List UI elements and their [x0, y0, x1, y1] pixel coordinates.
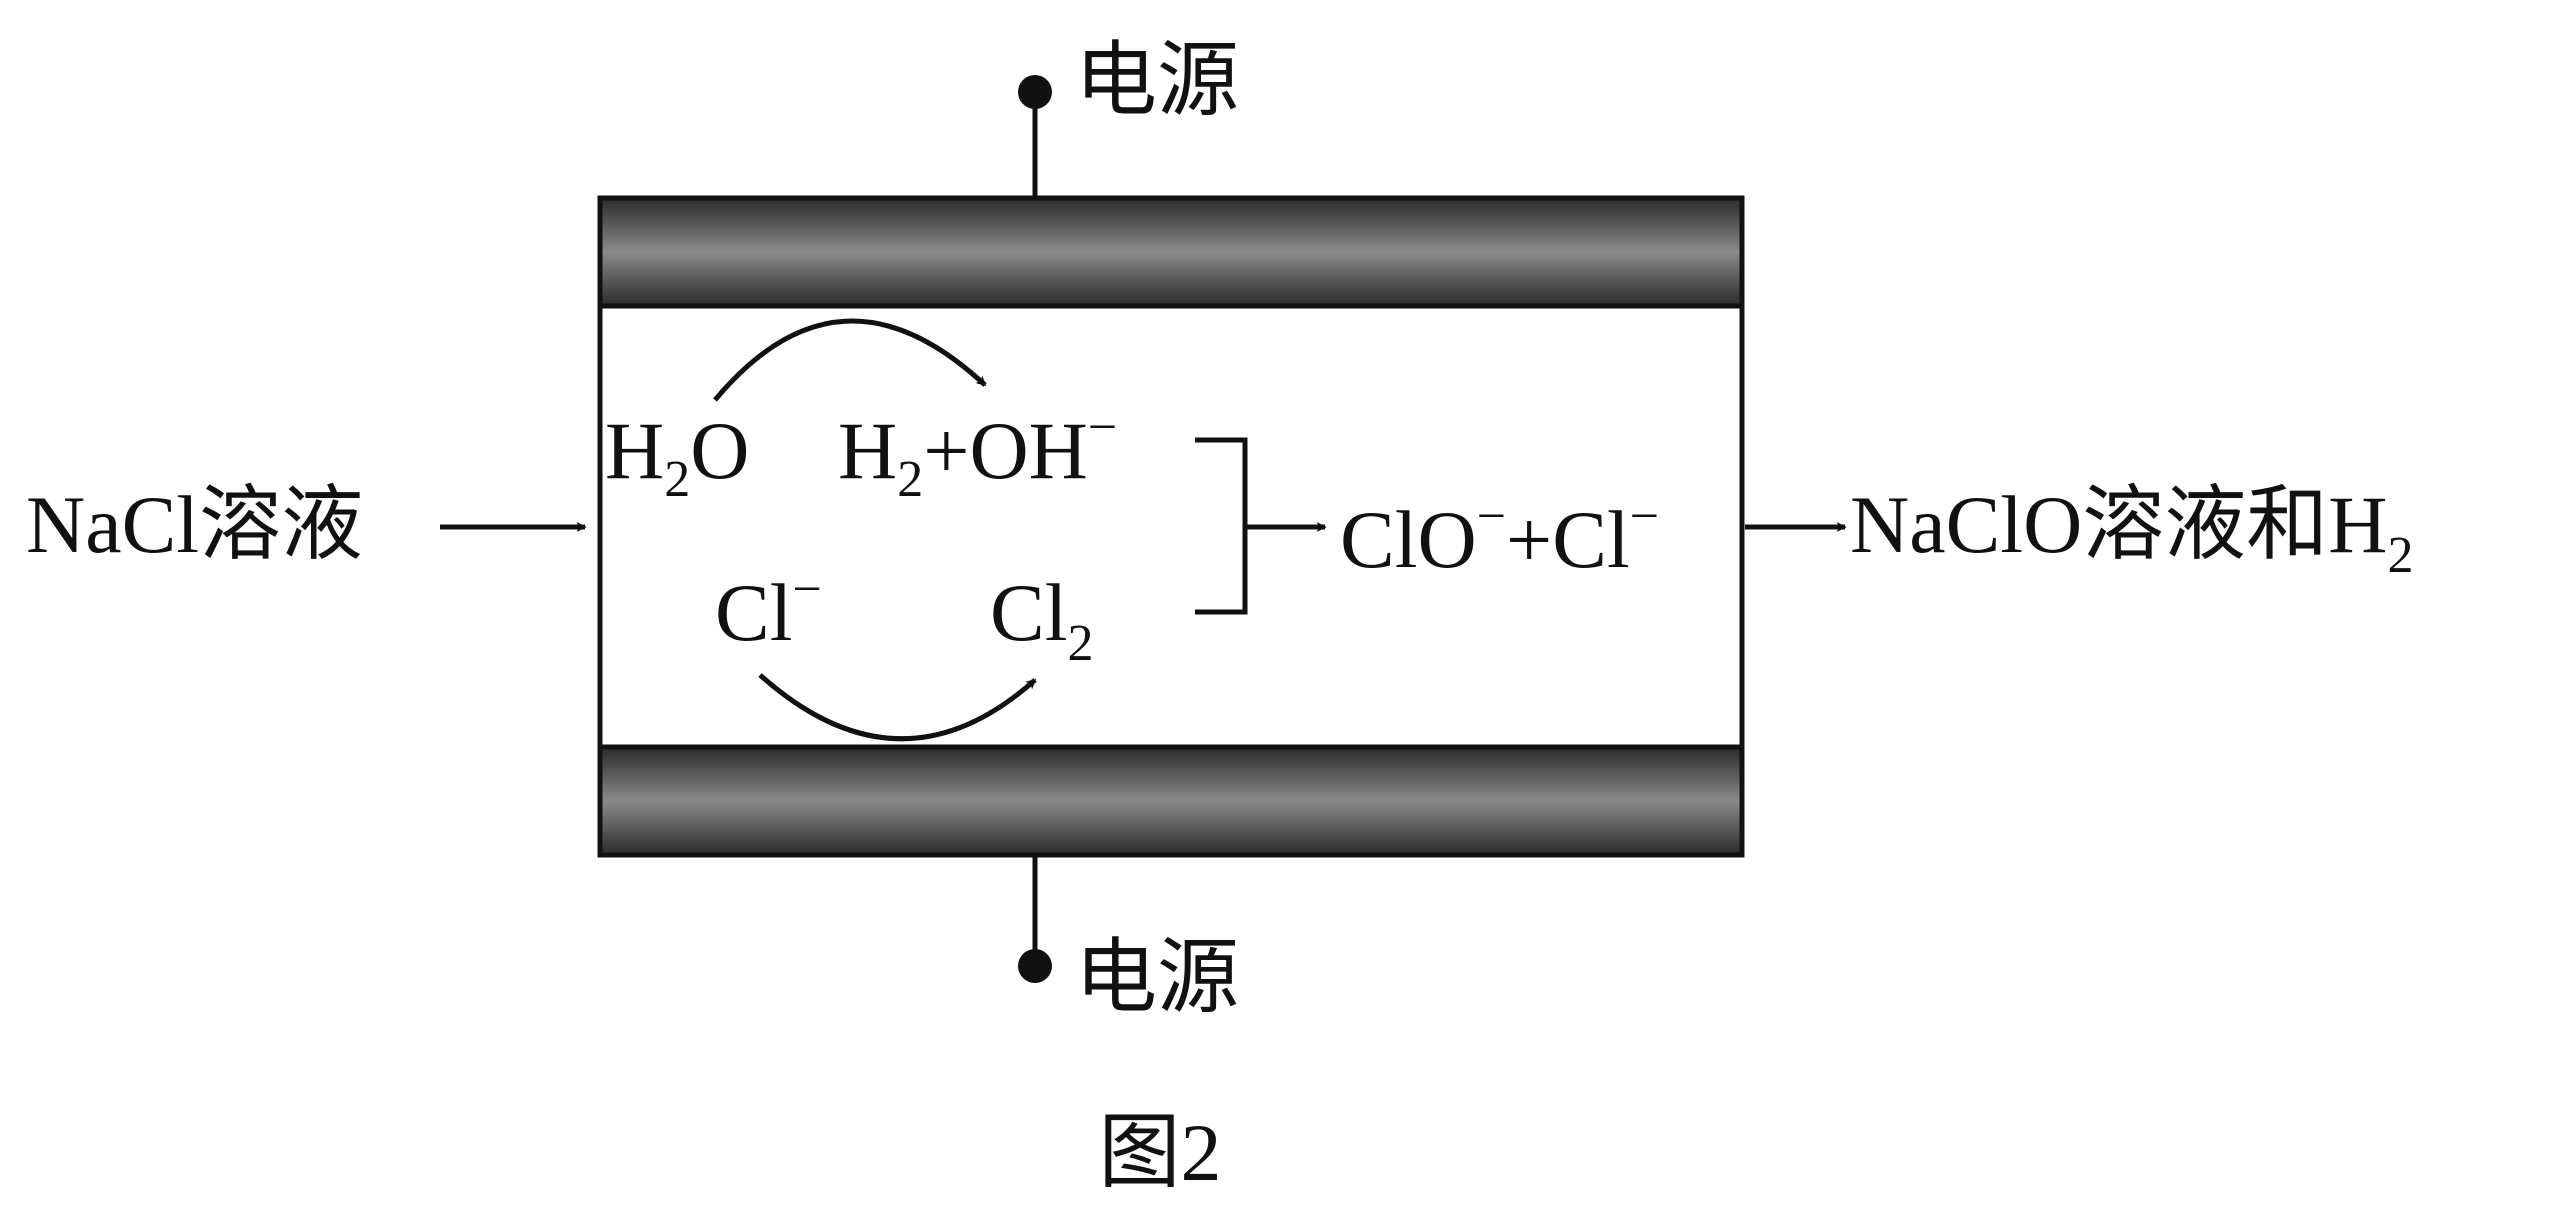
bottom-power-terminal: 电源: [1018, 855, 1239, 1023]
figure-caption: 图2: [1098, 1107, 1221, 1198]
top-electrode: [597, 195, 1745, 309]
top-curved-arrow: [713, 318, 987, 402]
input-label: NaCl溶液: [26, 479, 363, 570]
output-label: NaClO溶液和H2: [1850, 479, 2414, 584]
power-label-bottom: 电源: [1075, 932, 1239, 1023]
top-power-terminal: 电源: [1018, 35, 1239, 198]
bottom-curved-arrow: [758, 673, 1037, 742]
bottom-electrode: [597, 744, 1745, 858]
chlorine-label: Cl2: [990, 567, 1093, 672]
power-label-top: 电源: [1075, 35, 1239, 126]
result-label: ClO−+Cl−: [1340, 488, 1659, 585]
water-label: H2O: [605, 405, 749, 508]
hydrogen-hydroxide-label: H2+OH−: [838, 399, 1117, 508]
combining-bracket: [1195, 437, 1327, 615]
chloride-label: Cl−: [715, 561, 822, 658]
